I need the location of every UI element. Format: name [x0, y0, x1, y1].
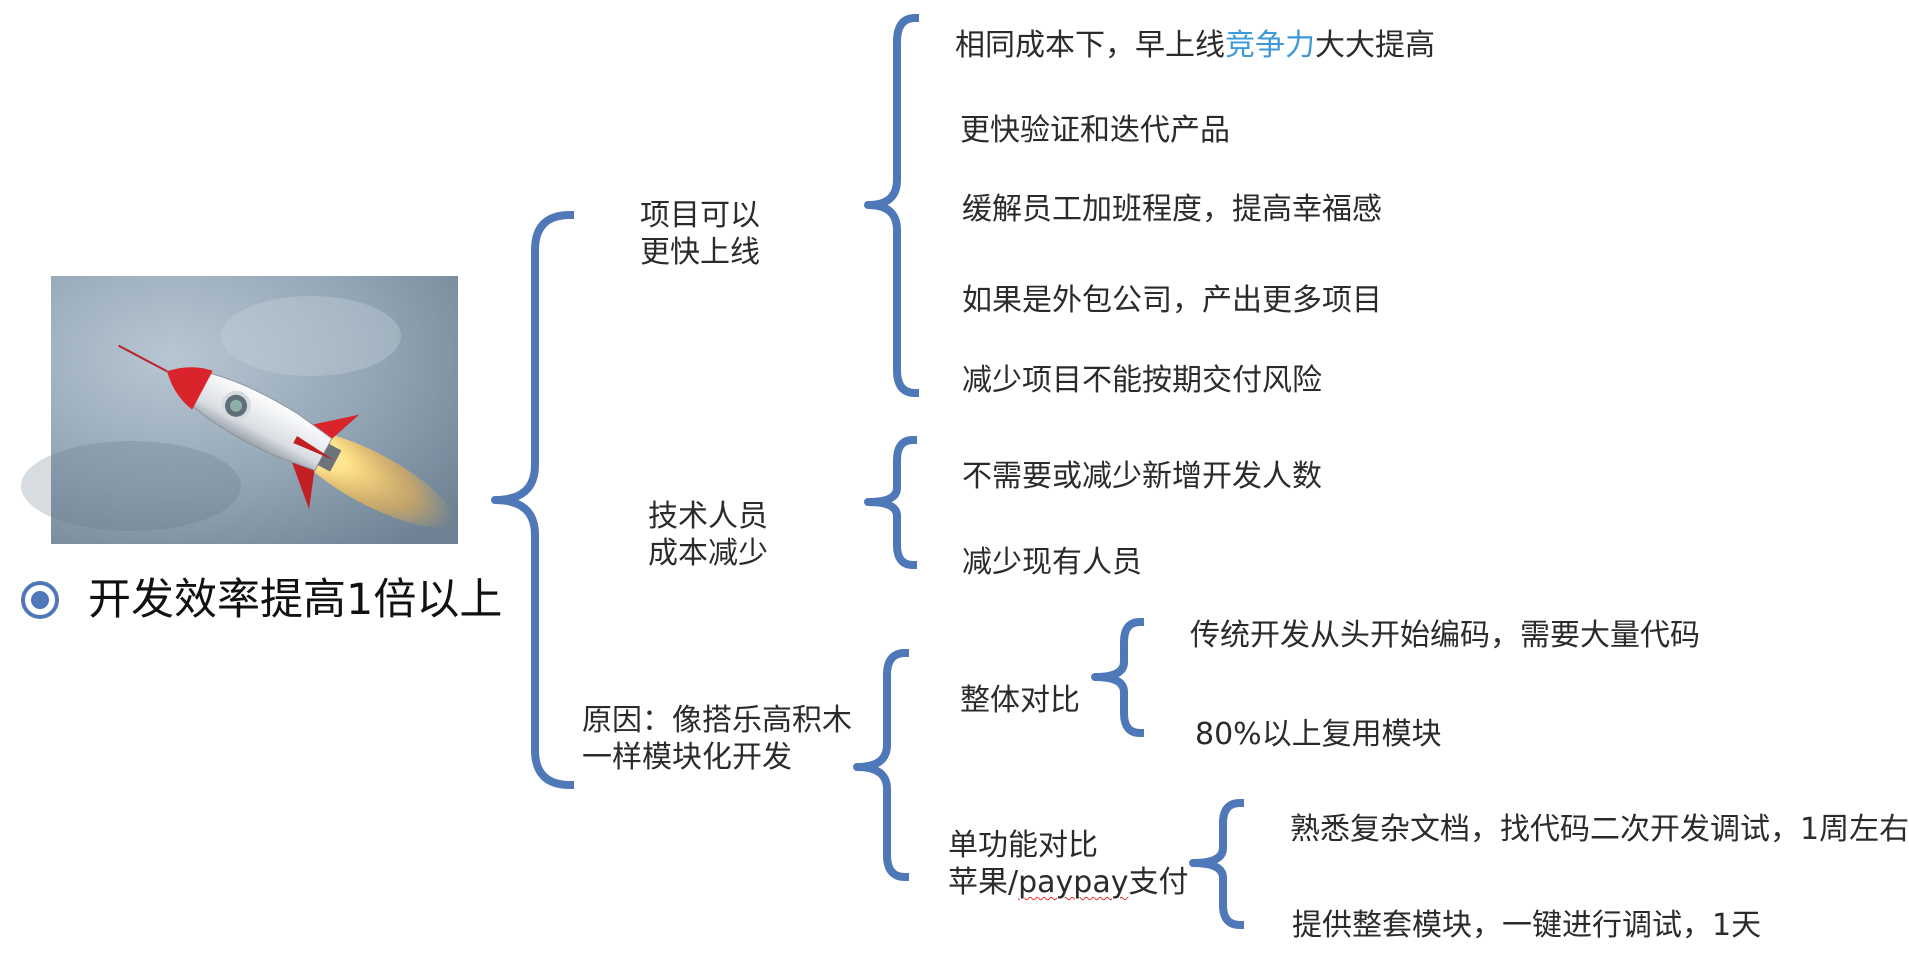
branch2-brace [864, 435, 918, 570]
item-text: 相同成本下，早上线 [955, 28, 1225, 63]
root-title: 开发效率提高1倍以上 [88, 575, 503, 625]
group2-brace [1189, 798, 1245, 930]
branch2-label-line: 成本减少 [648, 536, 768, 571]
group2-label: 单功能对比 苹果/paypay支付 [948, 827, 1188, 901]
group1-item-1: 传统开发从头开始编码，需要大量代码 [1190, 618, 1700, 653]
branch3-label: 原因：像搭乐高积木 一样模块化开发 [582, 702, 852, 776]
branch1-item-2: 更快验证和迭代产品 [960, 113, 1230, 148]
group2-item-1: 熟悉复杂文档，找代码二次开发调试，1周左右 [1290, 812, 1909, 847]
group2-label-line: 单功能对比 [948, 828, 1098, 863]
branch1-label-line: 项目可以 [640, 198, 760, 233]
item-text: 大大提高 [1315, 28, 1435, 63]
rocket-launch-image [21, 276, 458, 544]
branch3-label-line: 原因：像搭乐高积木 [582, 703, 852, 738]
label-text: 苹果/ [948, 865, 1019, 900]
branch1-brace [864, 13, 920, 398]
branch3-label-line: 一样模块化开发 [582, 740, 792, 775]
group2-label-line: 苹果/paypay支付 [948, 864, 1188, 901]
group1-brace [1091, 617, 1145, 738]
group2-item-2: 提供整套模块，一键进行调试，1天 [1292, 908, 1762, 943]
branch1-label: 项目可以 更快上线 [640, 197, 760, 271]
branch1-item-5: 减少项目不能按期交付风险 [962, 363, 1322, 398]
branch1-item-3: 缓解员工加班程度，提高幸福感 [962, 192, 1382, 227]
label-text: 支付 [1128, 865, 1189, 900]
branch1-label-line: 更快上线 [640, 235, 760, 270]
group1-item-2: 80%以上复用模块 [1195, 717, 1442, 752]
main-brace [491, 210, 575, 790]
highlight-text: 竞争力 [1225, 28, 1315, 63]
branch1-item-1: 相同成本下，早上线竞争力大大提高 [955, 28, 1435, 64]
branch2-label-line: 技术人员 [648, 499, 768, 534]
branch2-label: 技术人员 成本减少 [648, 498, 768, 572]
branch3-brace [853, 648, 910, 882]
group1-label: 整体对比 [960, 683, 1080, 718]
branch2-item-1: 不需要或减少新增开发人数 [962, 459, 1322, 494]
branch2-item-2: 减少现有人员 [962, 545, 1142, 580]
target-circle-icon [20, 580, 60, 620]
spellcheck-underlined-text: paypay [1018, 865, 1129, 900]
branch1-item-4: 如果是外包公司，产出更多项目 [962, 283, 1382, 318]
